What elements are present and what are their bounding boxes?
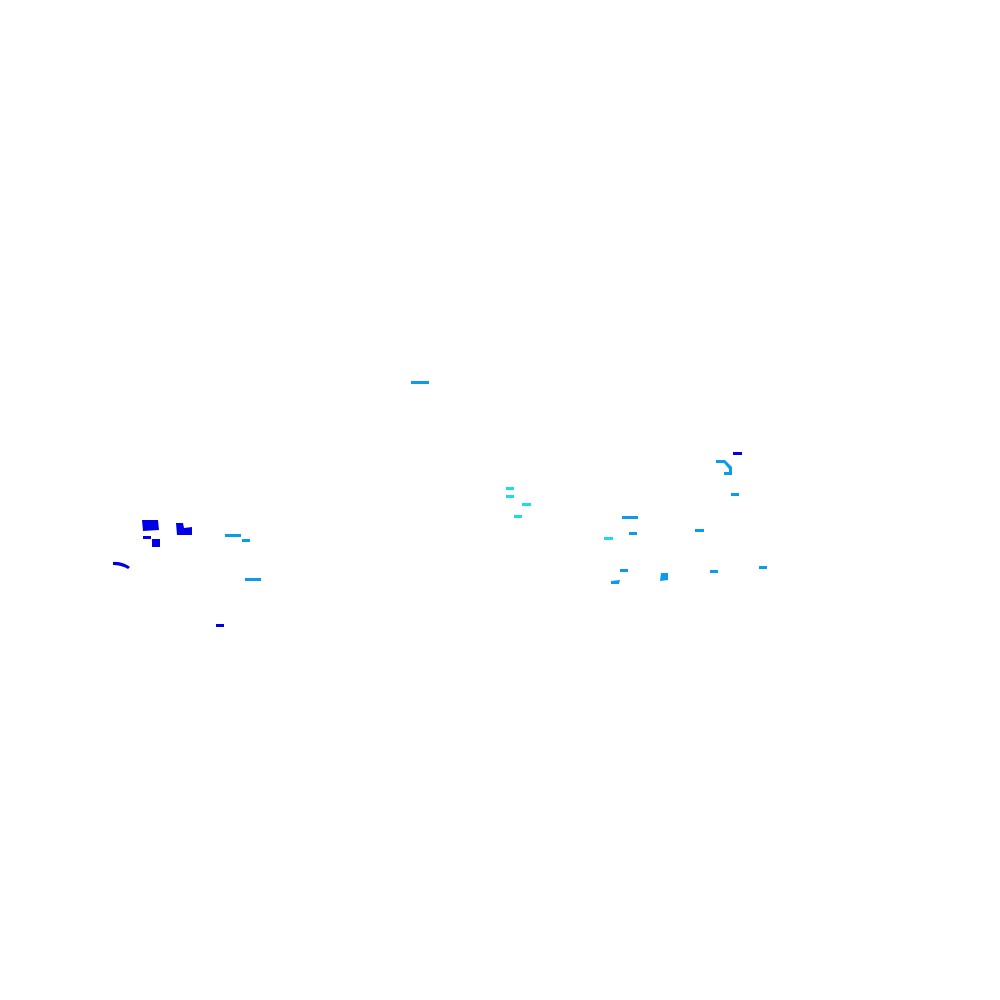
map-feature-fragment xyxy=(620,569,628,572)
map-feature-fragment xyxy=(724,472,732,475)
map-feature-fragment xyxy=(113,561,130,569)
map-feature-fragment xyxy=(142,520,159,531)
map-feature-fragment xyxy=(611,580,620,584)
map-feature-fragment xyxy=(245,578,261,581)
map-features-east xyxy=(604,452,767,584)
map-feature-fragment xyxy=(629,532,637,535)
map-feature-fragment xyxy=(716,460,732,473)
map-feature-fragment xyxy=(731,493,739,496)
map-feature-fragment xyxy=(506,487,514,490)
map-feature-fragment xyxy=(733,452,742,455)
map-feature-fragment xyxy=(522,503,531,506)
map-feature-fragment xyxy=(242,539,250,542)
map-feature-fragment xyxy=(176,523,192,535)
map-feature-fragment xyxy=(710,570,718,573)
map-feature-fragment xyxy=(514,515,522,518)
map-feature-fragment xyxy=(152,539,160,547)
map-feature-fragment xyxy=(660,573,668,581)
map-feature-fragment xyxy=(506,495,514,498)
map-features-west xyxy=(113,520,261,627)
map-feature-fragment xyxy=(622,516,638,519)
map-feature-fragment xyxy=(143,536,151,539)
map-feature-fragment xyxy=(216,624,224,627)
map-feature-fragment xyxy=(225,534,241,537)
map-feature-fragment xyxy=(604,537,613,540)
map-feature-fragment xyxy=(411,381,429,384)
map-feature-fragment xyxy=(759,566,767,569)
map-feature-fragment xyxy=(695,529,704,532)
map-features-central xyxy=(411,381,531,518)
